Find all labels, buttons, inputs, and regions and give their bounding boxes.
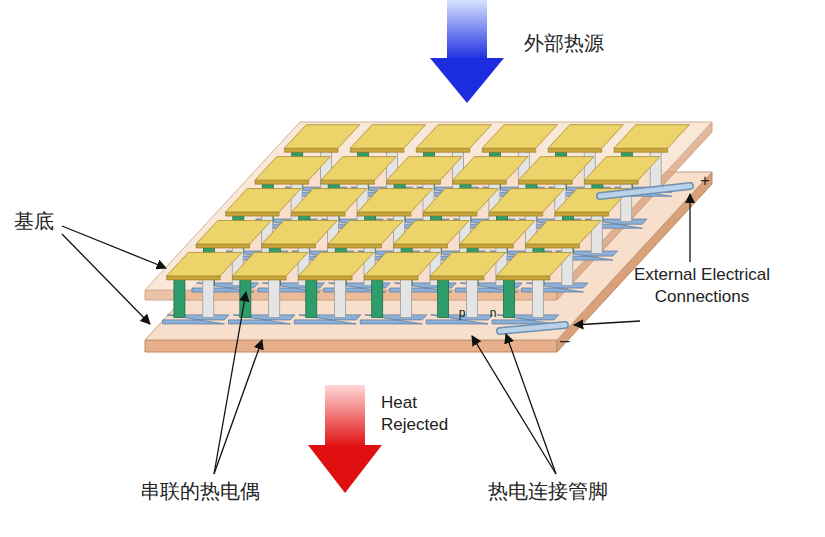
thermoelectric-module — [145, 122, 712, 352]
thermocouple-cell — [426, 252, 505, 324]
thermocouple-cell — [163, 252, 242, 324]
p-type-mark: p — [455, 306, 469, 322]
terminal-wires — [500, 186, 690, 331]
heat-source-arrow — [430, 0, 504, 103]
top-substrate — [145, 122, 712, 300]
heat-source-label: 外部热源 — [524, 30, 634, 56]
heat-rejected-arrow — [308, 385, 382, 493]
thermocouple-cell — [228, 252, 307, 324]
thermocouple-cell — [492, 252, 571, 324]
connection-label: External Electrical Connections — [632, 264, 772, 308]
plus-sign: + — [700, 170, 720, 192]
substrate-label: 基底 — [14, 208, 74, 234]
minus-sign: – — [560, 330, 580, 352]
thermocouple-cell — [294, 252, 373, 324]
n-type-mark: n — [486, 306, 500, 322]
thermocouple-label: 串联的热电偶 — [140, 478, 290, 504]
leader-lines — [62, 194, 690, 474]
heat-rejected-label: Heat Rejected — [381, 392, 481, 436]
thermocouple-cell — [360, 252, 439, 324]
pin-label: 热电连接管脚 — [488, 478, 638, 504]
